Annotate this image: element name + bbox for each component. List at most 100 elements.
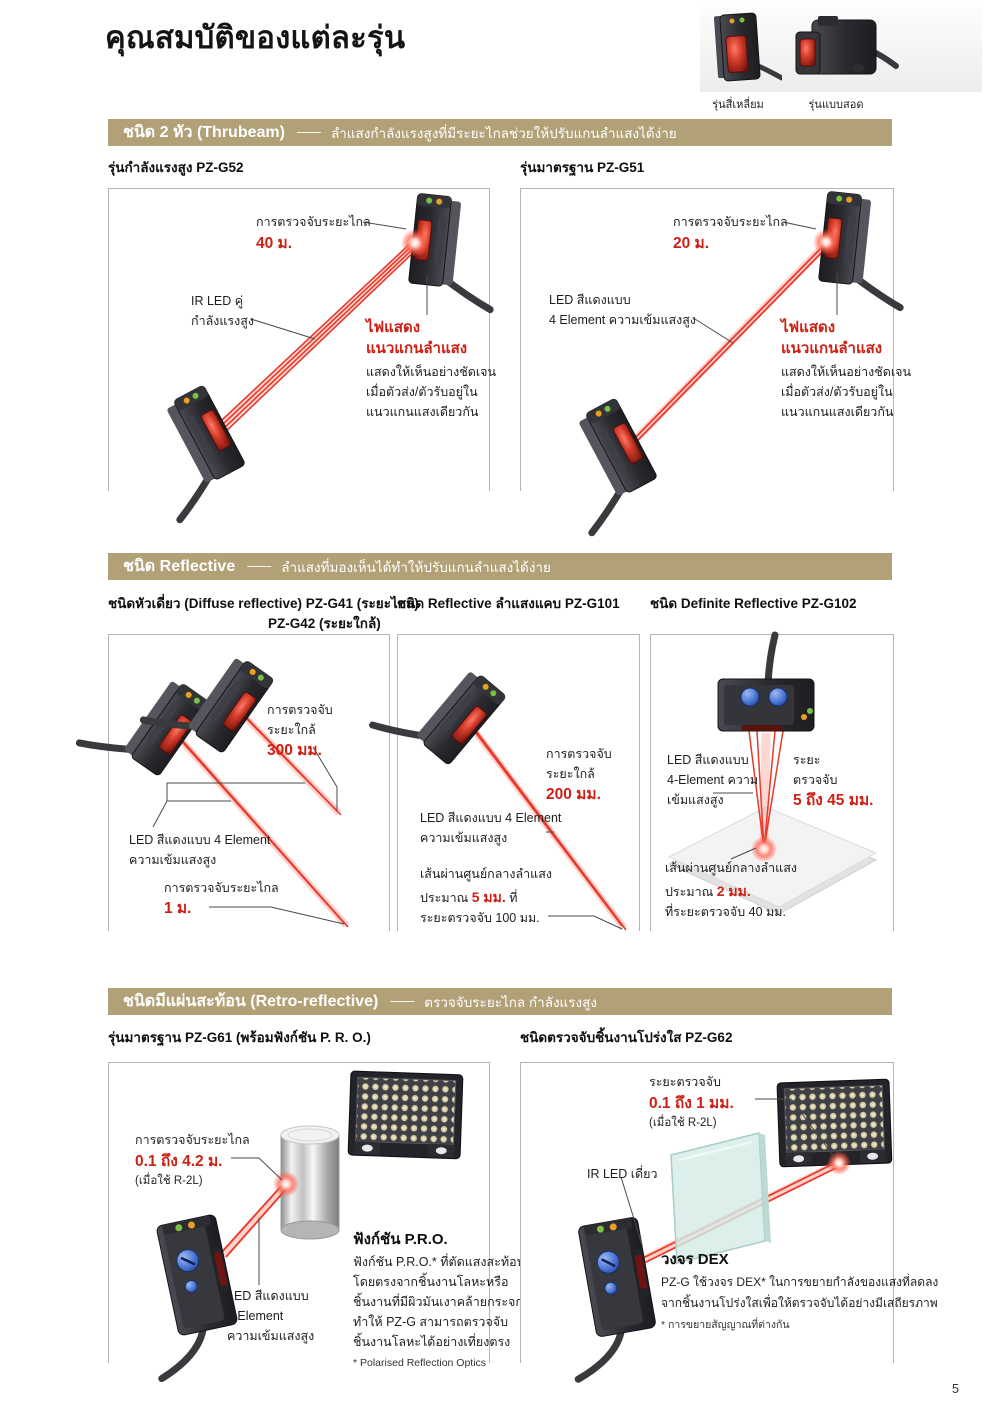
led-label-line2: 4-Element ความ	[667, 773, 759, 787]
pzg41-diagram	[109, 635, 349, 928]
range-value: 0.1 ถึง 1 มม.	[649, 1095, 734, 1112]
diffuse-sensor-far	[79, 654, 210, 791]
pzg41-heading-line1: ชนิดหัวเดี่ยว (Diffuse reflective) PZ-G4…	[108, 596, 419, 611]
near-range-label2: ระยะใกล้	[267, 723, 316, 737]
laser-beams	[748, 730, 784, 850]
range-value: 40 ม.	[256, 235, 293, 252]
led-label-line1: LED สีแดงแบบ	[227, 1289, 309, 1303]
pzg52-panel: การตรวจจับระยะไกล 40 ม. IR LED คู่ กำลัง…	[108, 188, 490, 491]
range-label1: ระยะ	[793, 753, 821, 767]
beam-diameter-line3: ที่ระยะตรวจจับ 40 มม.	[665, 905, 786, 919]
beam-spot-glow	[813, 229, 839, 255]
axis-indicator-title1: ไฟแสดง	[366, 319, 421, 336]
pen-mount-model-photo	[795, 16, 899, 75]
axis-desc-line3: แนวแกนแสงเดียวกัน	[781, 405, 894, 419]
definite-reflective-sensor	[717, 678, 815, 732]
thrubeam-band-title: ชนิด 2 หัว (Thrubeam)	[123, 124, 285, 141]
led-label-line1: LED สีแดงแบบ	[667, 753, 749, 767]
range-value: 0.1 ถึง 4.2 ม.	[135, 1153, 223, 1170]
page-number: 5	[952, 1382, 959, 1396]
beam-spot-glow	[751, 836, 777, 862]
dex-circuit-title: วงจร DEX	[661, 1251, 729, 1268]
pzg61-heading: รุ่นมาตรฐาน PZ-G61 (พร้อมฟังก์ชัน P. R. …	[108, 1030, 371, 1045]
range-label: ระยะตรวจจับ	[649, 1075, 721, 1089]
beam-diameter-line1: เส้นผ่านศูนย์กลางลำแสง	[420, 867, 552, 881]
near-range-value: 300 มม.	[267, 742, 322, 759]
section-thrubeam-band: ชนิด 2 หัว (Thrubeam) —— ลำแสงกำลังแรงสู…	[108, 119, 892, 146]
beam-spot-glow	[401, 229, 429, 257]
led-label-line3: ความเข้มแสงสูง	[227, 1329, 315, 1343]
metal-cylinder-target	[280, 1125, 340, 1240]
pro-footnote: * Polarised Reflection Optics	[353, 1357, 487, 1369]
far-range-value: 1 ม.	[164, 900, 192, 917]
led-label-line2: ความเข้มแสงสูง	[129, 853, 217, 867]
range-label: การตรวจจับระยะไกล	[135, 1133, 250, 1147]
range-note: (เมื่อใช้ R-2L)	[649, 1117, 717, 1129]
transparent-glass-target	[670, 1132, 771, 1264]
emitter-sensor	[129, 385, 254, 520]
pzg62-heading: ชนิดตรวจจับชิ้นงานโปร่งใส PZ-G62	[520, 1030, 733, 1045]
led-label-line1: LED สีแดงแบบ 4 Element	[420, 811, 562, 825]
beam-diameter-prefix: ประมาณ	[665, 885, 714, 899]
beam-spot-glow	[273, 1171, 299, 1197]
pzg62-panel: ระยะตรวจจับ 0.1 ถึง 1 มม. (เมื่อใช้ R-2L…	[520, 1062, 938, 1363]
beam-diameter-value: 5 มม.	[471, 889, 506, 905]
led-label-line1: LED สีแดงแบบ 4 Element	[129, 833, 271, 847]
receiver-sensor	[817, 191, 912, 307]
thrubeam-band-subtitle: ลำแสงกำลังแรงสูงที่มีระยะไกลช่วยให้ปรับแ…	[330, 125, 677, 141]
range-label2: ตรวจจับ	[793, 773, 838, 787]
laser-beam	[220, 1182, 289, 1258]
led-label-line3: เข้มแสงสูง	[667, 793, 724, 807]
retro-reflector	[776, 1078, 893, 1168]
band-separator: ——	[390, 993, 414, 1008]
pzg52-heading: รุ่นกำลังแรงสูง PZ-G52	[108, 160, 244, 175]
range-note: (เมื่อใช้ R-2L)	[135, 1175, 203, 1187]
pzg51-panel: การตรวจจับระยะไกล 20 ม. LED สีแดงแบบ 4 E…	[520, 188, 894, 491]
near-range-label2: ระยะใกล้	[546, 767, 595, 781]
range-label: การตรวจจับระยะไกล	[673, 215, 788, 229]
pzg42-heading-line2: PZ-G42 (ระยะใกล้)	[268, 616, 381, 631]
diffuse-sensor-near	[143, 631, 274, 768]
axis-desc-line1: แสดงให้เห็นอย่างชัดเจน	[781, 365, 912, 379]
led-label-line1: IR LED คู่	[191, 294, 244, 308]
pzg101-heading: ชนิด Reflective ลำแสงแคบ PZ-G101	[397, 596, 620, 611]
reflective-band-title: ชนิด Reflective	[123, 558, 236, 575]
led-label-line1: LED สีแดงแบบ	[549, 293, 631, 307]
dex-desc-line2: จากชิ้นงานโปร่งใสเพื่อให้ตรวจจับได้อย่าง…	[661, 1296, 938, 1310]
page-title: คุณสมบัติของแต่ละรุ่น	[105, 20, 406, 55]
dex-desc-line1: PZ-G ใช้วงจร DEX* ในการขยายกำลังของแสงที…	[661, 1275, 939, 1289]
axis-desc-line2: เมื่อตัวส่ง/ตัวรับอยู่ใน	[366, 385, 478, 399]
range-value: 20 ม.	[673, 235, 710, 252]
sensor-cable	[764, 631, 779, 687]
range-label: การตรวจจับระยะไกล	[256, 215, 371, 229]
led-label-line2: 4 Element	[227, 1309, 284, 1323]
retro-band-subtitle: ตรวจจับระยะไกล กำลังแรงสูง	[424, 994, 597, 1010]
ir-led-label: IR LED เดี่ยว	[587, 1167, 658, 1181]
beam-diameter-suffix: ที่	[509, 891, 518, 905]
led-label-line2: กำลังแรงสูง	[191, 314, 254, 328]
retro-band-title: ชนิดมีแผ่นสะท้อน (Retro-reflective)	[123, 993, 379, 1010]
leader-lines	[546, 831, 623, 930]
pro-desc-line4: ทำให้ PZ-G สามารถตรวจจับ	[353, 1315, 509, 1329]
led-label-line2: 4 Element ความเข้มแสงสูง	[549, 313, 696, 327]
emitter-sensor	[541, 398, 666, 533]
pro-desc-line5: ชิ้นงานโลหะได้อย่างเที่ยงตรง	[353, 1335, 511, 1349]
dex-footnote: * การขยายสัญญาณที่ต่างกัน	[661, 1319, 790, 1331]
pzg102-panel: LED สีแดงแบบ 4-Element ความ เข้มแสงสูง ร…	[650, 631, 894, 931]
pen-model-caption: รุ่นแบบสอด	[808, 99, 864, 111]
axis-desc-line1: แสดงให้เห็นอย่างชัดเจน	[366, 365, 497, 379]
axis-indicator-title1: ไฟแสดง	[781, 319, 836, 336]
retro-sensor	[552, 1217, 663, 1380]
section-retro-band: ชนิดมีแผ่นสะท้อน (Retro-reflective) —— ต…	[108, 988, 892, 1015]
near-range-label1: การตรวจจับ	[546, 747, 612, 761]
axis-indicator-title2: แนวแกนลำแสง	[781, 340, 883, 357]
retro-reflector	[347, 1070, 464, 1160]
axis-desc-line3: แนวแกนแสงเดียวกัน	[366, 405, 479, 419]
beam-diameter-line2: ประมาณ 5 มม. ที่	[420, 889, 517, 907]
reflective-band-subtitle: ลำแสงที่มองเห็นได้ทำให้ปรับแกนลำแสงได้ง่…	[281, 559, 551, 575]
band-separator: ——	[296, 124, 321, 139]
far-range-label: การตรวจจับระยะไกล	[164, 881, 279, 895]
beam-diameter-line3: ระยะตรวจจับ 100 มม.	[420, 911, 540, 925]
narrow-beam-sensor	[373, 642, 507, 779]
